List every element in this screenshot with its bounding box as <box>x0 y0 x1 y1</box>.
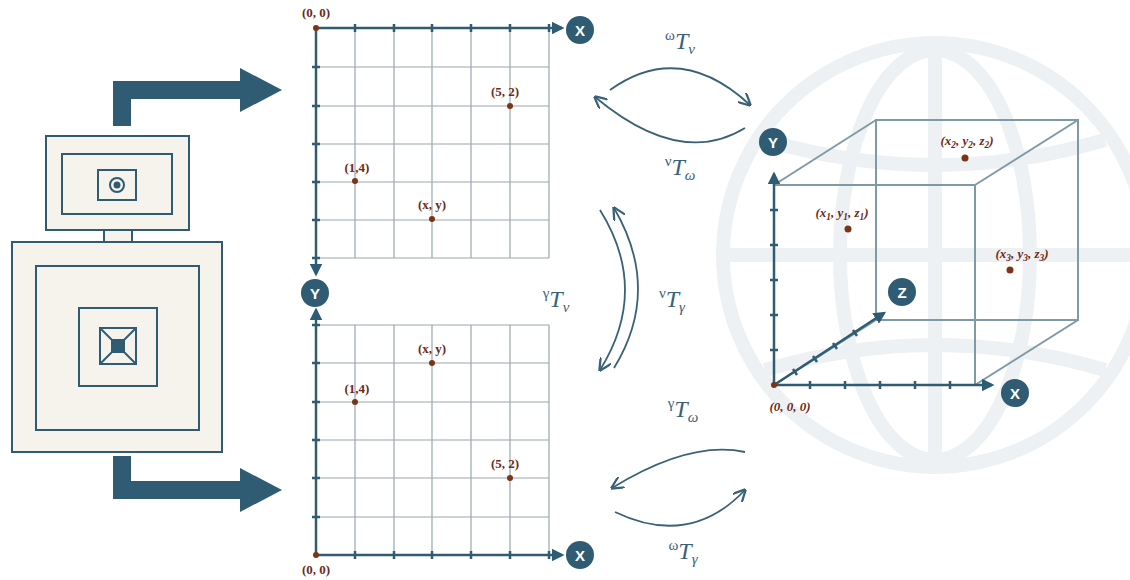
transform-arrow <box>614 208 638 368</box>
point-label: (1,4) <box>345 161 370 175</box>
axis-letter: X <box>575 23 585 38</box>
transform-label: ωTγ <box>665 537 700 568</box>
frame-superscript: ν <box>659 285 666 301</box>
point-label: (1,4) <box>345 382 370 396</box>
subscript: 3 <box>1006 253 1011 263</box>
subscript: 2 <box>951 140 956 150</box>
transform-label: ωTν <box>662 27 698 58</box>
frame-superscript: ν <box>665 153 672 169</box>
coordinate-grid: (0, 0) (5, 2) (1,4) (x, y) X <box>296 5 600 278</box>
subscript: 1 <box>843 212 848 222</box>
point-dots <box>313 25 1014 558</box>
axis-letter: X <box>575 548 585 563</box>
point-label: (0, 0) <box>302 6 330 20</box>
subscript: 3 <box>1023 253 1028 263</box>
frame-subscript: ν <box>563 299 570 315</box>
point-label: (x3, y3, z3) <box>995 247 1048 263</box>
axis-letter: Y <box>310 286 320 301</box>
transform-arrow <box>600 210 625 370</box>
image-grid-bottom <box>316 325 549 555</box>
axis-letter: Z <box>897 285 906 300</box>
transform-label: γTω <box>665 395 702 426</box>
image-axes-top <box>312 24 562 274</box>
point-label: (x, y) <box>418 342 446 356</box>
axis-badge: Z <box>888 278 916 306</box>
axis-badge: X <box>566 16 594 44</box>
image-axes-bottom <box>312 310 562 559</box>
point-label: (0, 0) <box>302 563 330 577</box>
frame-subscript: ω <box>688 409 699 425</box>
subscript: 3 <box>1040 253 1045 263</box>
frame-subscript: ω <box>685 167 696 183</box>
transform-label: γTν <box>540 285 573 316</box>
coordinate-grid: (x, y) (1,4) (5, 2) (0, 0) X <box>296 300 600 580</box>
point-label: (x1, y1, z1) <box>815 206 868 222</box>
axis-badge: X <box>566 541 594 569</box>
transform-symbol: T <box>675 28 688 54</box>
frame-superscript: ω <box>668 537 678 553</box>
subscript: 1 <box>860 212 865 222</box>
frame-superscript: γ <box>668 395 675 411</box>
subscript: 2 <box>968 140 973 150</box>
frame-subscript: γ <box>692 551 698 567</box>
frame-superscript: ω <box>665 27 675 43</box>
transform-arrow <box>612 450 745 488</box>
frame-subscript: γ <box>679 299 685 315</box>
transform-label: νTγ <box>656 285 688 316</box>
transform-symbol: T <box>549 286 562 312</box>
coordinate-cube: (x1, y1, z1) (x2, y2, z2) (x3, y3, z3) (0, … <box>745 100 1100 500</box>
image-grid-top <box>316 28 549 258</box>
point-label: (x2, y2, z2) <box>940 134 993 150</box>
axis-badge: X <box>1001 379 1029 407</box>
subscript: 1 <box>826 212 831 222</box>
transform-symbol: T <box>666 286 679 312</box>
world-cube <box>774 120 1078 385</box>
axis-letter: Y <box>768 135 778 150</box>
transform-symbol: T <box>674 396 687 422</box>
point-label: (5, 2) <box>491 85 519 99</box>
frame-subscript: ν <box>688 41 695 57</box>
output-arrows <box>122 68 282 512</box>
frame-superscript: γ <box>543 285 550 301</box>
globe-watermark <box>723 43 1130 467</box>
transform-arrow <box>610 68 750 105</box>
world-axes <box>770 174 992 389</box>
point-label: (0, 0, 0) <box>769 400 810 414</box>
transform-symbol: T <box>678 538 691 564</box>
transform-symbol: T <box>671 154 684 180</box>
subscript: 2 <box>985 140 990 150</box>
sensor-device <box>12 136 222 452</box>
axis-badge: Y <box>759 128 787 156</box>
point-label: (x, y) <box>418 198 446 212</box>
transform-label: νTω <box>662 153 699 184</box>
axis-badge: Y <box>301 279 329 307</box>
point-label: (5, 2) <box>491 457 519 471</box>
transform-arrow <box>615 490 745 526</box>
transform-arrow <box>595 97 745 142</box>
axis-letter: X <box>1010 386 1020 401</box>
